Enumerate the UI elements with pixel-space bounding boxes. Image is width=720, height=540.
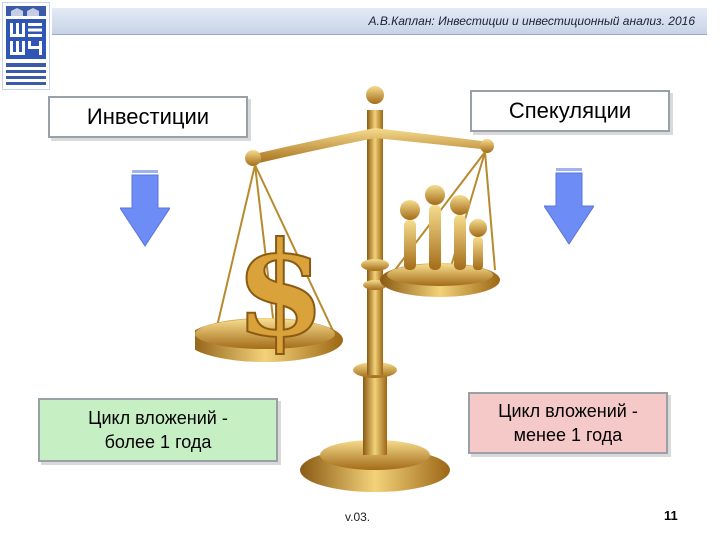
slide-header-bar: А.В.Каплан: Инвестиции и инвестиционный … <box>52 8 707 35</box>
speculation-cycle-box: Цикл вложений - менее 1 года <box>468 392 668 454</box>
speculation-cycle-line2: менее 1 года <box>513 425 623 445</box>
page-number: 11 <box>664 508 678 523</box>
golden-scales-icon: $ <box>187 70 505 535</box>
investments-title-box: Инвестиции <box>48 96 248 138</box>
speculation-cycle-line1: Цикл вложений - <box>498 401 638 421</box>
down-arrow-icon <box>544 168 594 245</box>
speculations-title: Спекуляции <box>508 98 632 123</box>
investment-cycle-line2: более 1 года <box>104 432 212 452</box>
investment-cycle-box: Цикл вложений - более 1 года <box>38 398 278 462</box>
header-citation: А.В.Каплан: Инвестиции и инвестиционный … <box>368 14 696 28</box>
investment-cycle-line1: Цикл вложений - <box>88 408 228 428</box>
speculations-title-box: Спекуляции <box>470 90 670 132</box>
investments-title: Инвестиции <box>86 104 210 129</box>
university-logo-icon <box>2 2 50 90</box>
version-label: v.03. <box>345 510 371 524</box>
down-arrow-icon <box>120 170 170 247</box>
svg-text:$: $ <box>235 213 325 366</box>
